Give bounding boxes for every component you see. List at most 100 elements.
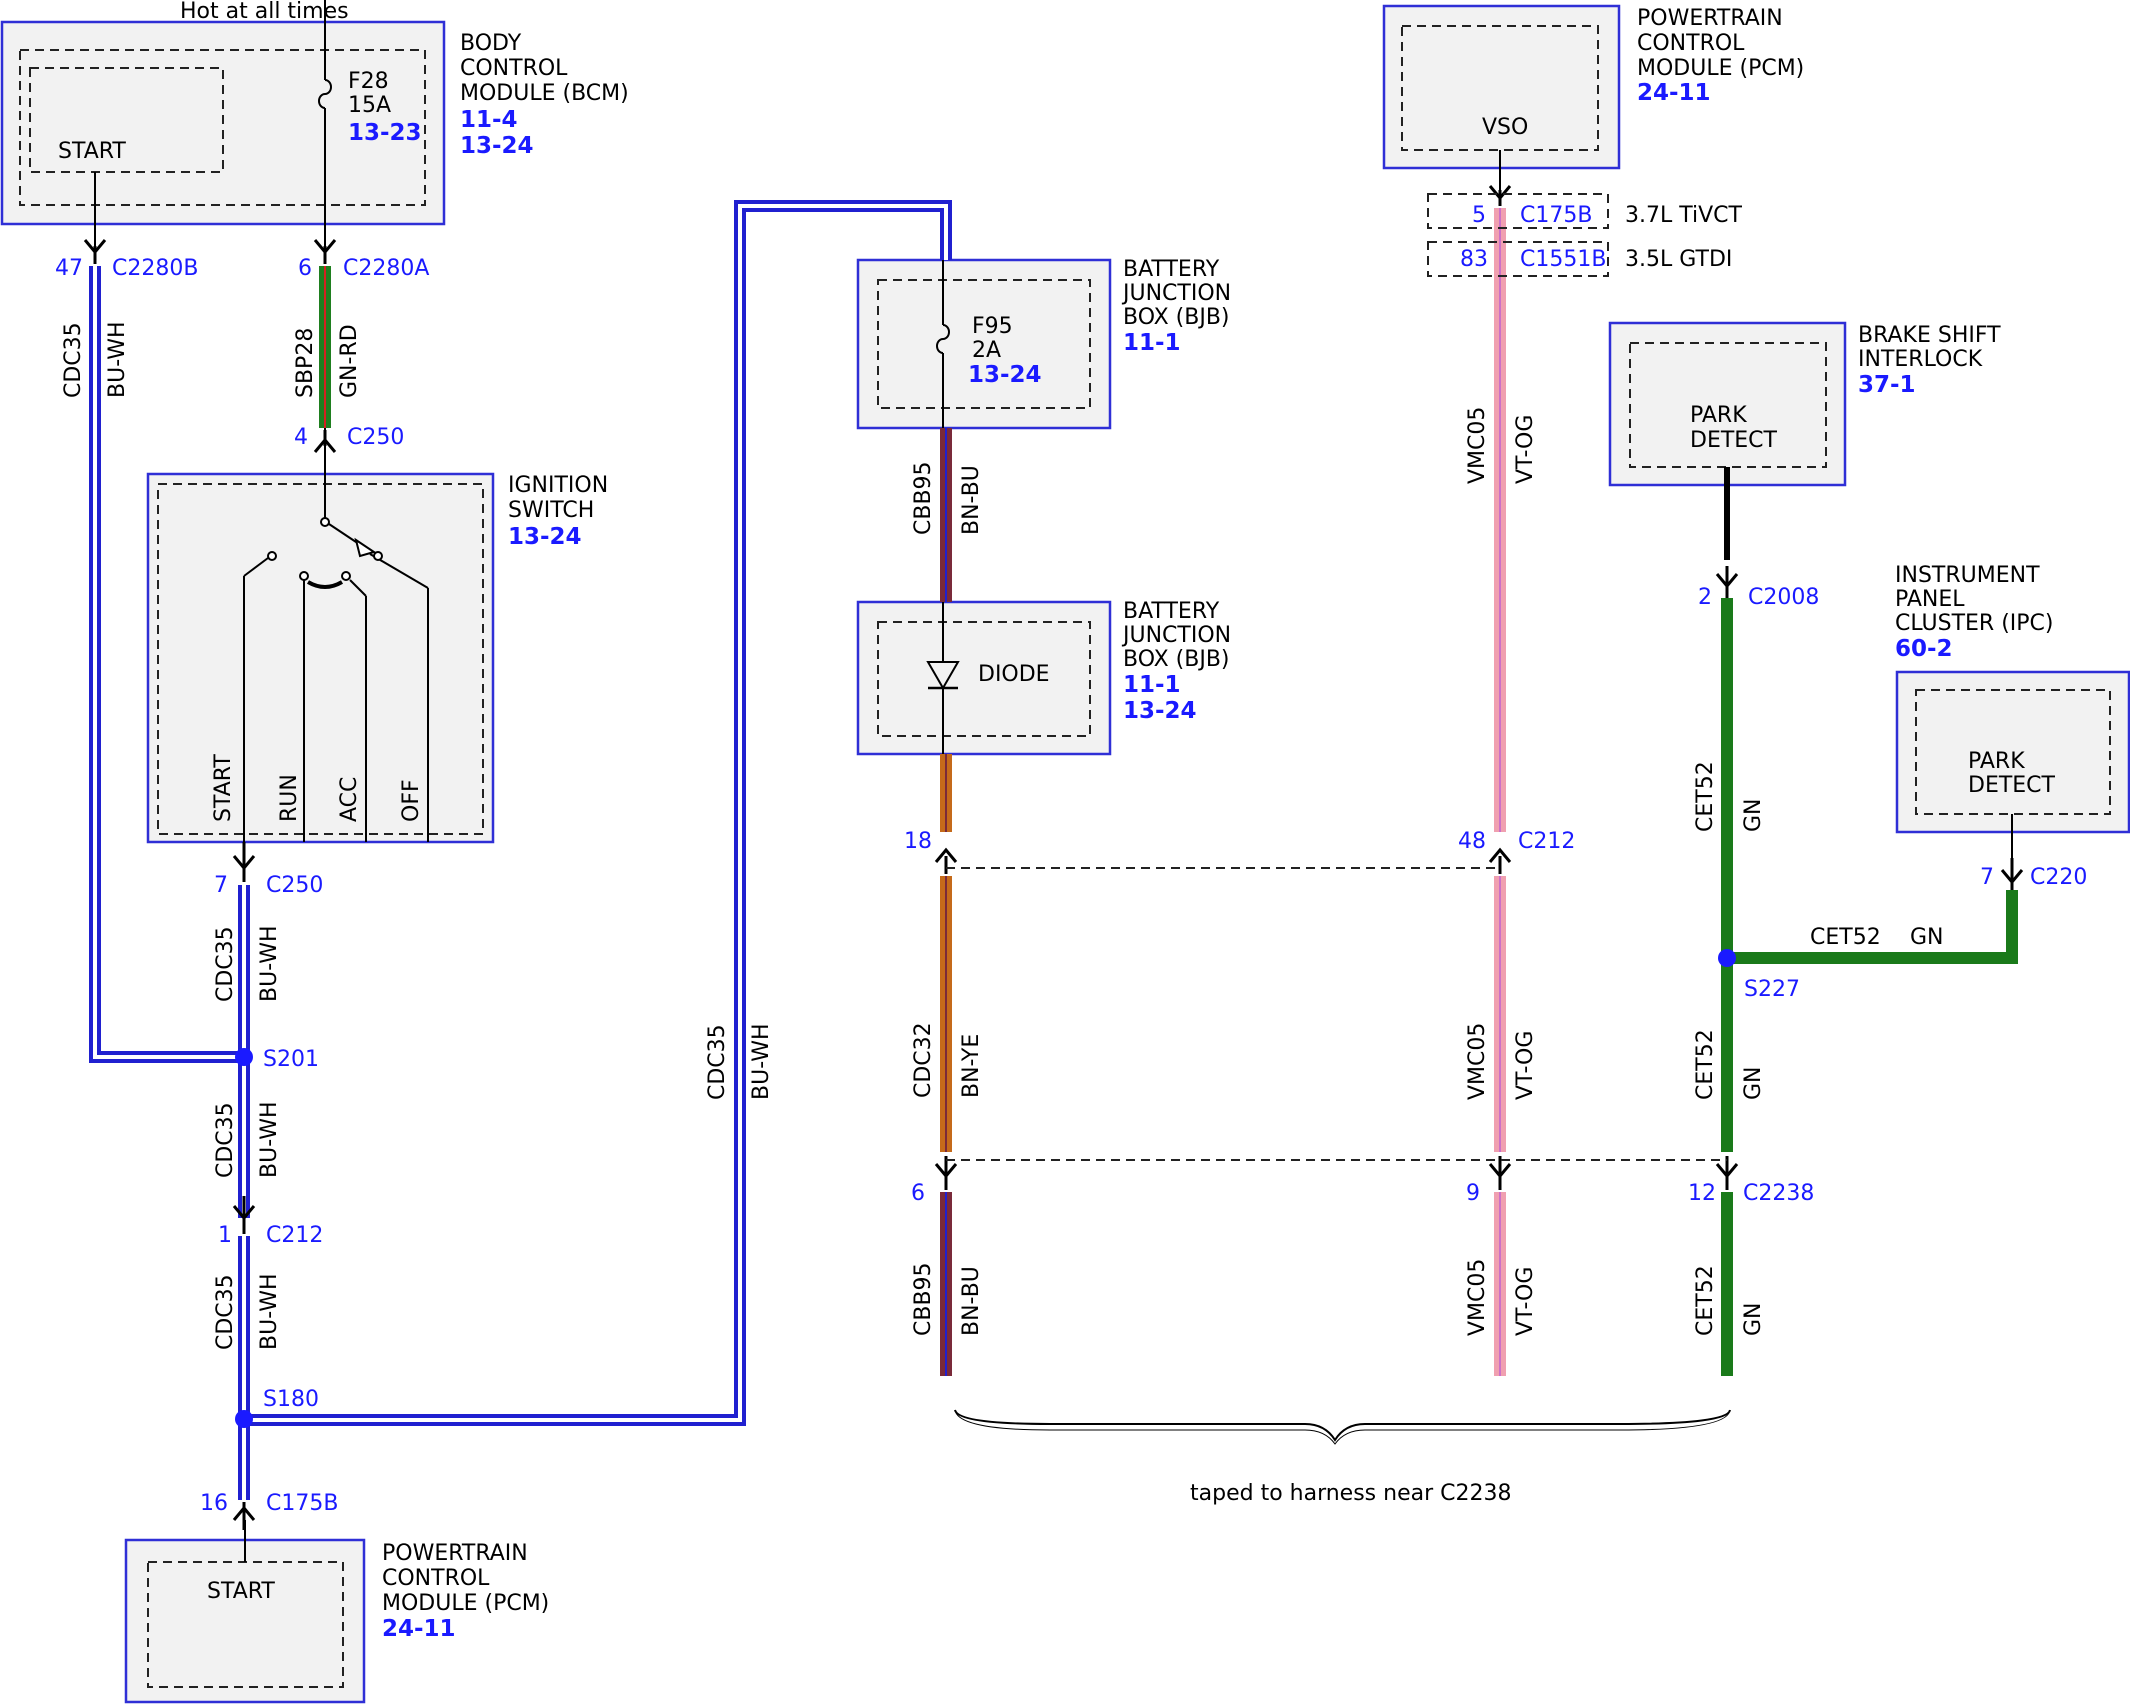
ignition-title-2: SWITCH: [508, 498, 594, 523]
wire-label-cbb95-1: CBB95: [911, 461, 936, 535]
ignition-title-1: IGNITION: [508, 473, 608, 498]
wire-label-cet52-branch: CET52: [1810, 925, 1881, 950]
bcm-ref-2[interactable]: 13-24: [460, 133, 534, 159]
c175b-top-label[interactable]: C175B: [1520, 203, 1592, 228]
bcm-ref-1[interactable]: 11-4: [460, 107, 518, 133]
ign-pos-acc: ACC: [337, 777, 362, 822]
pcm-top-module: VSO: [1382, 4, 1621, 170]
bjb-fuse-module: [856, 258, 1112, 430]
ign-pos-start: START: [211, 754, 236, 822]
s201-splice-dot[interactable]: [235, 1048, 253, 1066]
wire-color-bu-wh-3: BU-WH: [257, 1101, 282, 1178]
wire-color-gn-1: GN: [1741, 798, 1766, 832]
pcm-bottom-ref[interactable]: 24-11: [382, 1616, 456, 1642]
bjb2-title-1: BATTERY: [1123, 599, 1220, 624]
c2238-label[interactable]: C2238: [1743, 1181, 1814, 1206]
c2238b-pin: 9: [1466, 1181, 1480, 1206]
c212a-pin: 1: [218, 1223, 232, 1248]
bsi-park-label: PARK: [1690, 403, 1747, 428]
bsi-title-1: BRAKE SHIFT: [1858, 323, 2001, 348]
f28-amp-label: 15A: [348, 93, 391, 118]
c250a-label[interactable]: C250: [347, 425, 404, 450]
pcm-top-title-1: POWERTRAIN: [1637, 6, 1783, 31]
brake-shift-interlock-module: PARK DETECT: [1608, 321, 1847, 487]
wire-color-vt-og-3: VT-OG: [1513, 1267, 1538, 1336]
bjb2-title-3: BOX (BJB): [1123, 647, 1230, 672]
wire-color-bn-bu-1: BN-BU: [959, 465, 984, 535]
bjb1-ref[interactable]: 11-1: [1123, 330, 1181, 356]
c212b-pin: 18: [904, 829, 932, 854]
pcm-top-title-3: MODULE (PCM): [1637, 56, 1804, 81]
variant-35l-label: 3.5L GTDI: [1625, 247, 1732, 272]
wire-color-vt-og-2: VT-OG: [1513, 1031, 1538, 1100]
s201-label[interactable]: S201: [263, 1047, 319, 1072]
c175b-bottom-label[interactable]: C175B: [266, 1491, 338, 1516]
wire-label-vmc05-3: VMC05: [1465, 1259, 1490, 1336]
wire-label-cdc35-2: CDC35: [213, 926, 238, 1002]
bjb1-title-2: JUNCTION: [1121, 281, 1231, 306]
bjb1-title-3: BOX (BJB): [1123, 305, 1230, 330]
c175b-top-pin: 5: [1472, 203, 1486, 228]
wire-color-gn-2: GN: [1741, 1066, 1766, 1100]
hot-at-all-times-label: Hot at all times: [180, 0, 349, 24]
c212c-label[interactable]: C212: [1518, 829, 1575, 854]
c212c-pin: 48: [1458, 829, 1486, 854]
ipc-park-label: PARK: [1968, 749, 2025, 774]
taped-footnote: taped to harness near C2238: [1190, 1481, 1511, 1506]
cdc35-path-bcm-to-s201-core: [93, 266, 244, 1059]
pcm-top-ref[interactable]: 24-11: [1637, 80, 1711, 106]
ipc-title-3: CLUSTER (IPC): [1895, 611, 2054, 636]
c175b-bottom-pin: 16: [200, 1491, 228, 1516]
s180-label[interactable]: S180: [263, 1387, 319, 1412]
ipc-detect-label: DETECT: [1968, 773, 2056, 798]
bjb1-title-1: BATTERY: [1123, 257, 1220, 282]
taped-brace: [954, 1409, 1731, 1442]
wire-color-gn-3: GN: [1741, 1302, 1766, 1336]
bsi-ref[interactable]: 37-1: [1858, 372, 1916, 398]
ignition-ref[interactable]: 13-24: [508, 524, 582, 550]
s227-label[interactable]: S227: [1744, 977, 1800, 1002]
f95-ref[interactable]: 13-24: [968, 362, 1042, 388]
wire-color-bn-ye: BN-YE: [959, 1034, 984, 1098]
taped-brace-inner: [954, 1409, 1731, 1445]
s227-splice-dot[interactable]: [1718, 949, 1736, 967]
s180-splice-dot[interactable]: [235, 1410, 253, 1428]
c2238a-pin: 6: [911, 1181, 925, 1206]
c1551b-label[interactable]: C1551B: [1520, 247, 1606, 272]
ign-pos-off: OFF: [399, 779, 424, 822]
wire-label-cdc35-3: CDC35: [213, 1102, 238, 1178]
ipc-module: PARK DETECT: [1895, 670, 2130, 834]
ipc-title-1: INSTRUMENT: [1895, 563, 2040, 588]
wire-label-cet52-2: CET52: [1693, 1029, 1718, 1100]
bcm-title-2: CONTROL: [460, 56, 568, 81]
bjb2-ref-2[interactable]: 13-24: [1123, 698, 1197, 724]
pcm-top-title-2: CONTROL: [1637, 31, 1745, 56]
wire-label-cdc35-4: CDC35: [213, 1274, 238, 1350]
pcm-bottom-title-1: POWERTRAIN: [382, 1541, 528, 1566]
cet52-gn-wire[interactable]: [1721, 598, 2018, 1376]
ipc-title-2: PANEL: [1895, 587, 1965, 612]
c250b-label[interactable]: C250: [266, 873, 323, 898]
wire-label-vmc05-2: VMC05: [1465, 1023, 1490, 1100]
wire-color-gn-rd: GN-RD: [337, 324, 362, 398]
bjb2-title-2: JUNCTION: [1121, 623, 1231, 648]
bjb2-ref-1[interactable]: 11-1: [1123, 672, 1181, 698]
wire-color-bn-bu-2: BN-BU: [959, 1266, 984, 1336]
f95-amp-label: 2A: [972, 338, 1001, 363]
c220-label[interactable]: C220: [2030, 865, 2087, 890]
pcm-start-label: START: [207, 1579, 275, 1604]
wire-label-cdc35-1: CDC35: [61, 322, 86, 398]
c2280b-label[interactable]: C2280B: [112, 256, 198, 281]
c1551b-pin: 83: [1460, 247, 1488, 272]
wire-label-sbp28: SBP28: [293, 328, 318, 398]
ipc-ref[interactable]: 60-2: [1895, 636, 1953, 662]
f28-fuse-symbol: [318, 79, 332, 109]
vso-label: VSO: [1482, 115, 1528, 140]
f28-ref[interactable]: 13-23: [348, 120, 422, 146]
c2280a-label[interactable]: C2280A: [343, 256, 429, 281]
wire-label-cet52-3: CET52: [1693, 1265, 1718, 1336]
c212a-label[interactable]: C212: [266, 1223, 323, 1248]
c2008-label[interactable]: C2008: [1748, 585, 1819, 610]
bjb-diode-module: [856, 600, 1112, 756]
